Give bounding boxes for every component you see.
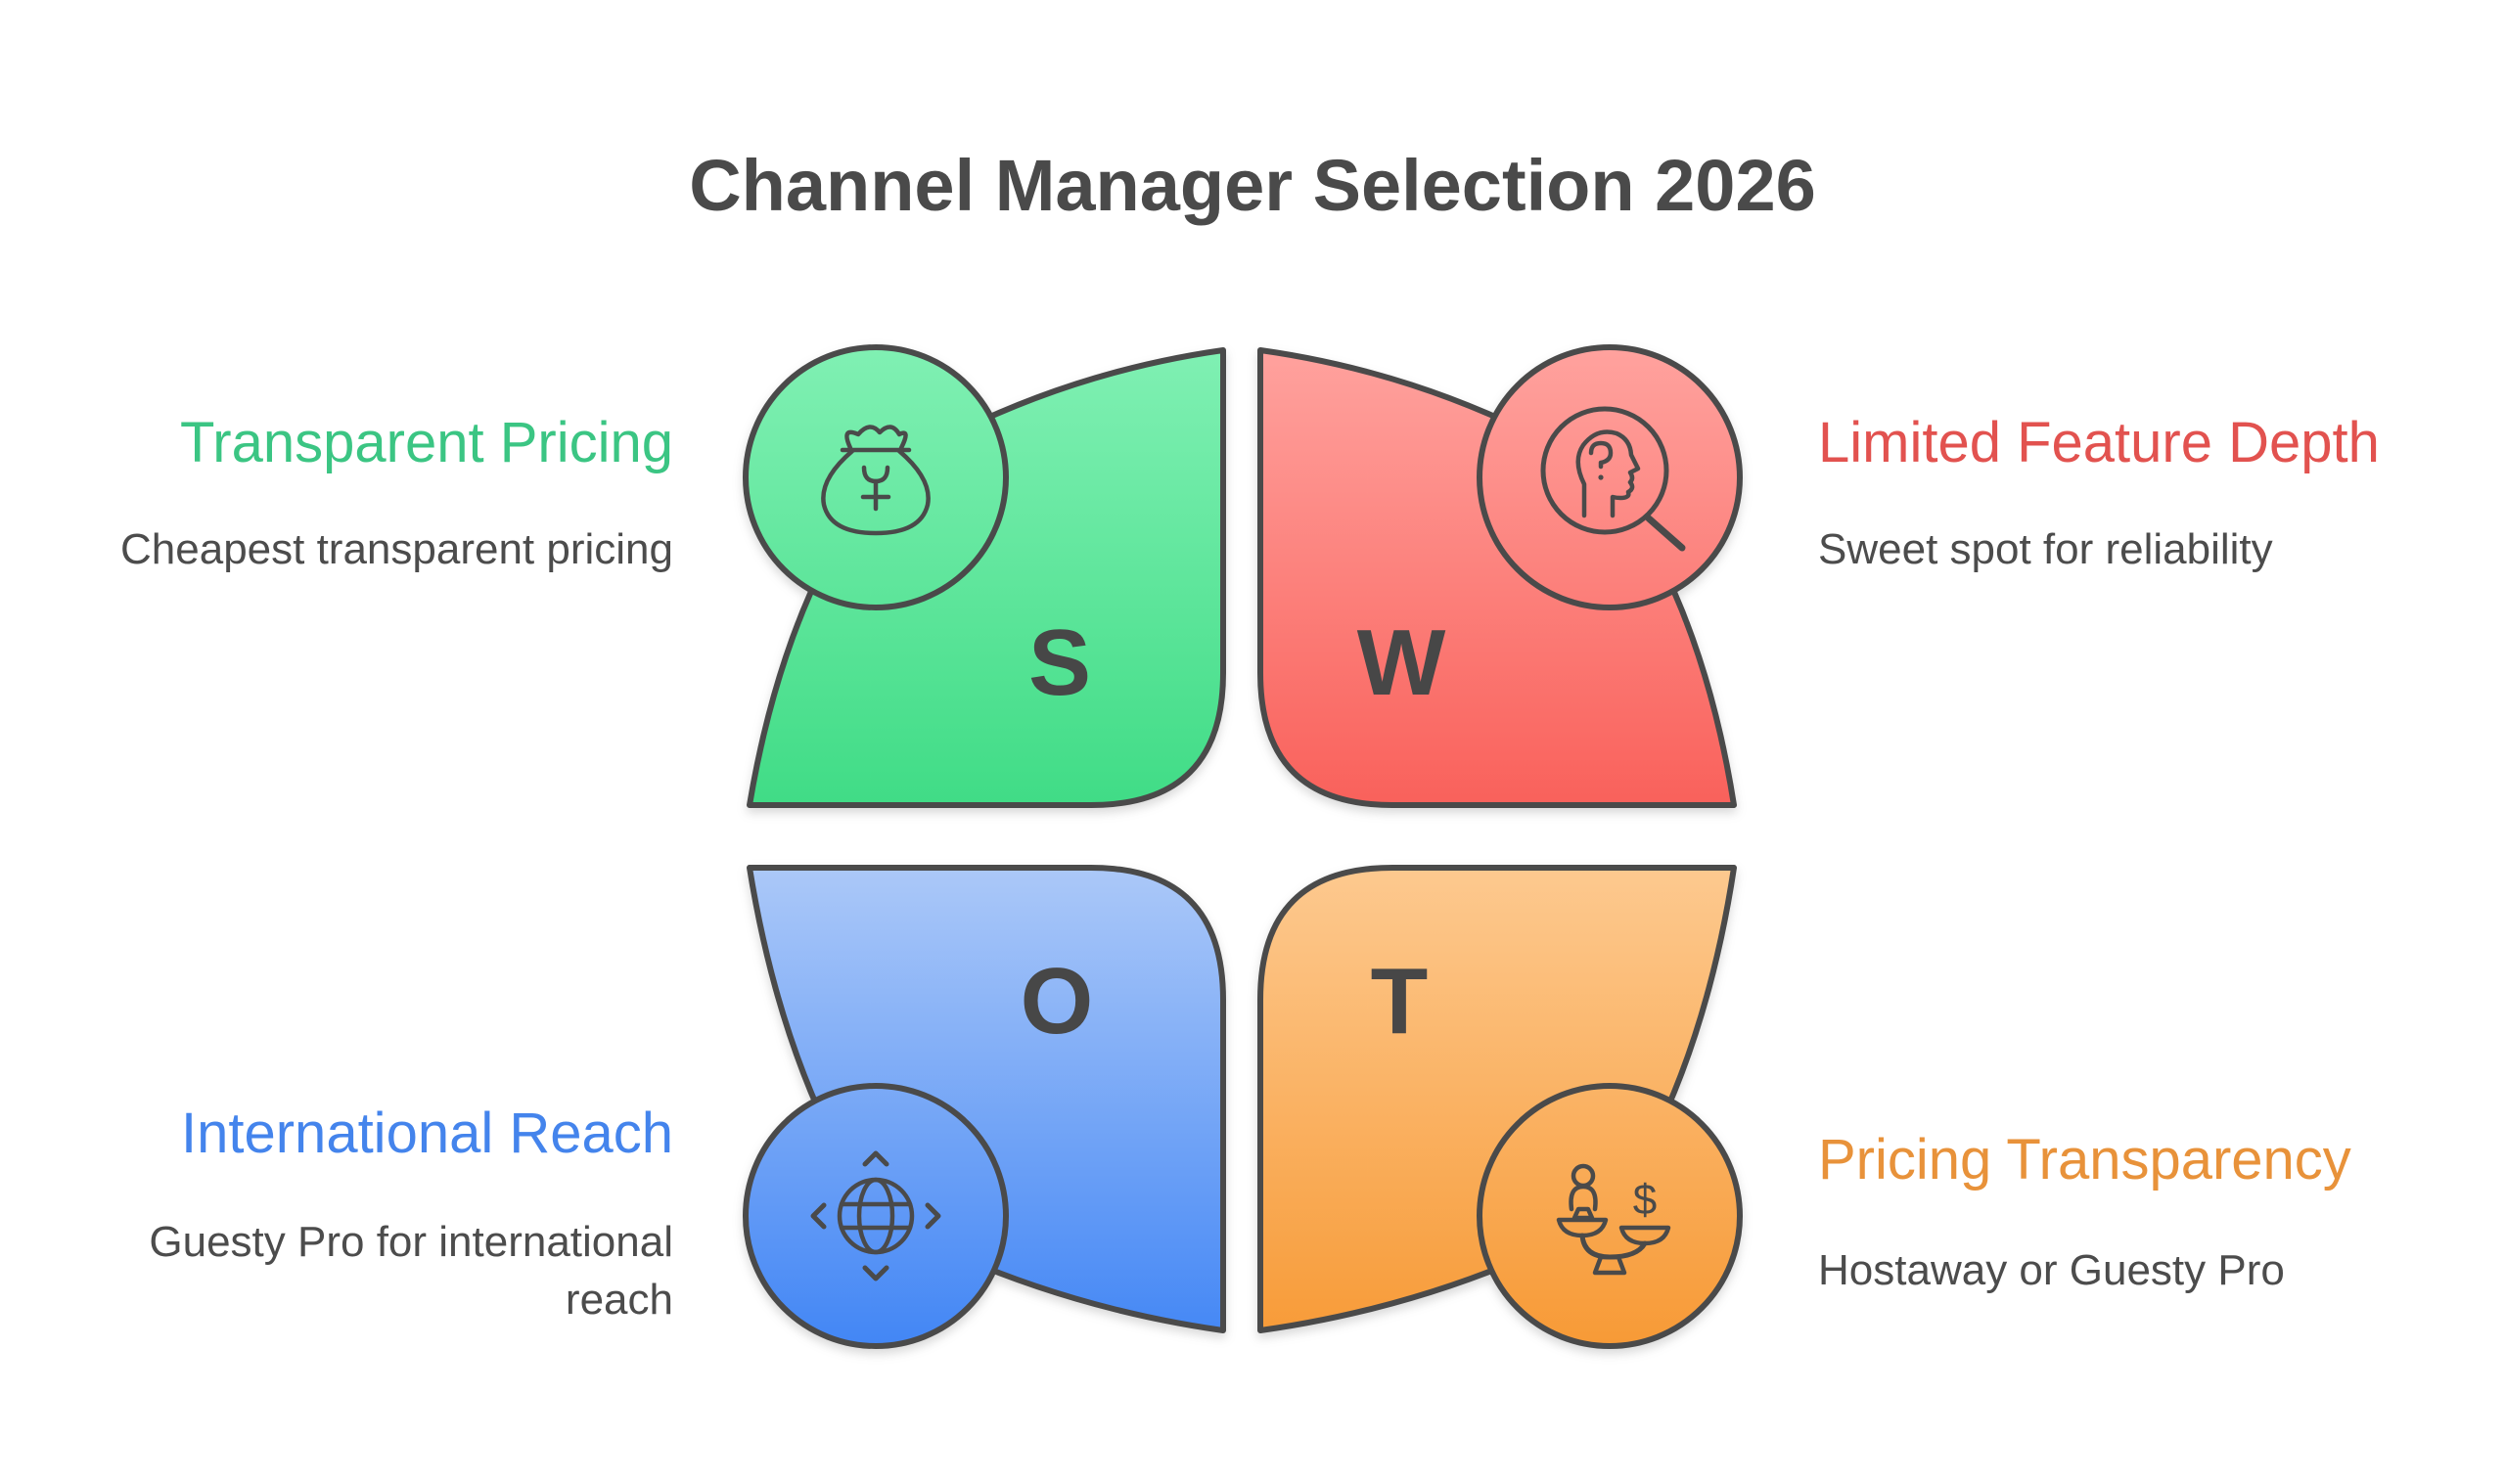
svg-text:$: $ xyxy=(1633,1176,1657,1224)
weaknesses-letter: W xyxy=(1357,610,1446,715)
weaknesses-quadrant: W xyxy=(1257,344,1743,808)
strengths-icon-badge xyxy=(743,344,1009,610)
threats-heading: Pricing Transparency xyxy=(1818,1128,2351,1192)
strengths-label-block: Transparent Pricing Cheapest transparent… xyxy=(120,413,673,578)
weaknesses-petal xyxy=(1257,347,1737,808)
opportunities-label-block: International Reach Guesty Pro for inter… xyxy=(86,1103,673,1328)
money-bag-icon xyxy=(821,425,931,536)
threats-description: Hostaway or Guesty Pro xyxy=(1818,1246,2285,1294)
weaknesses-description: Sweet spot for reliability xyxy=(1818,525,2273,573)
opportunities-heading: International Reach xyxy=(181,1102,673,1165)
threats-quadrant: $ T xyxy=(1257,865,1743,1349)
page-title: Channel Manager Selection 2026 xyxy=(689,145,1816,226)
weaknesses-icon-badge xyxy=(1477,344,1743,610)
threats-icon-badge xyxy=(1477,1083,1743,1349)
weaknesses-heading: Limited Feature Depth xyxy=(1818,411,2380,474)
opportunities-letter: O xyxy=(1021,949,1094,1054)
threats-petal xyxy=(1257,865,1737,1333)
opportunities-icon-badge xyxy=(743,1083,1009,1349)
threats-label-block: Pricing Transparency Hostaway or Guesty … xyxy=(1818,1130,2351,1299)
strengths-letter: S xyxy=(1028,610,1091,715)
threats-letter: T xyxy=(1371,949,1429,1054)
opportunities-quadrant: O xyxy=(743,865,1226,1349)
strengths-heading: Transparent Pricing xyxy=(180,411,673,474)
head-magnifier-icon xyxy=(1540,406,1686,552)
weaknesses-label-block: Limited Feature Depth Sweet spot for rel… xyxy=(1818,413,2380,578)
opportunities-description: Guesty Pro for international reach xyxy=(149,1218,673,1324)
opportunities-petal xyxy=(747,865,1226,1333)
strengths-description: Cheapest transparent pricing xyxy=(120,525,673,573)
strengths-petal xyxy=(747,347,1226,808)
strengths-quadrant: S xyxy=(743,344,1226,808)
balance-scale-icon: $ xyxy=(1556,1163,1671,1276)
globe-arrows-icon xyxy=(810,1150,941,1282)
